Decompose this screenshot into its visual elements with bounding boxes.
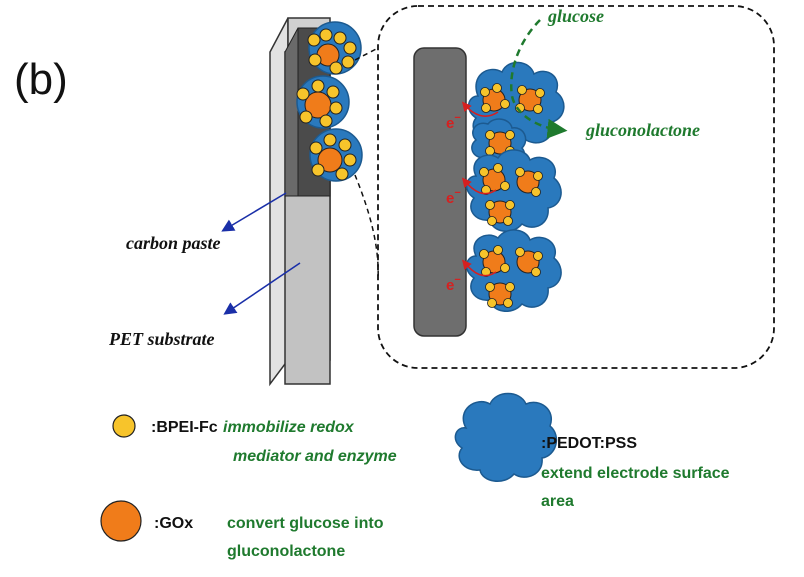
legend-bpei-symbol: :BPEI-Fc [151, 419, 218, 436]
legend-bpei-swatch [112, 414, 136, 438]
glucose-path [510, 19, 568, 139]
electron-label-3: e− [446, 274, 461, 294]
electrode-top-side [284, 27, 299, 197]
glucose-label: glucose [547, 6, 604, 26]
pet-substrate-arrow [223, 262, 301, 315]
electron-label-2: e− [446, 187, 461, 207]
legend-pedot-line2: area [541, 493, 574, 510]
legend-gox-line2: gluconolactone [227, 543, 345, 560]
left-cluster-2 [296, 75, 350, 129]
zoom-connector-top [354, 47, 379, 61]
zoom-electrode [413, 47, 467, 337]
legend-pedot-symbol: :PEDOT:PSS [541, 435, 637, 452]
legend-bpei-line1: immobilize redox [223, 419, 355, 436]
zoom-cluster-2 [465, 149, 562, 232]
legend-bpei-line2: mediator and enzyme [233, 448, 397, 465]
carbon-paste-arrow [221, 192, 287, 232]
left-cluster-3 [309, 128, 363, 182]
electron-arrow-2 [461, 177, 497, 195]
electron-arrow-3 [461, 259, 497, 277]
legend-gox-swatch [100, 500, 142, 542]
carbon-paste-label: carbon paste [126, 233, 221, 253]
gluconolactone-label: gluconolactone [585, 120, 700, 140]
zoom-cluster-3 [465, 229, 562, 312]
pet-substrate-label: PET substrate [108, 329, 215, 349]
legend-pedot-swatch [454, 392, 558, 482]
zoom-box [377, 5, 775, 369]
electrode-strip [269, 17, 331, 387]
zoom-connector-bottom [354, 174, 379, 281]
legend-gox-line1: convert glucose into [227, 515, 384, 532]
legend-gox-symbol: :GOx [154, 515, 193, 532]
legend-pedot-line1: extend electrode surface [541, 465, 730, 482]
electron-label-1: e− [446, 112, 461, 132]
electron-arrow-1 [461, 101, 499, 117]
left-cluster-1 [307, 21, 362, 75]
legend: :BPEI-Fc immobilize redox mediator and e… [100, 392, 730, 560]
panel-label: (b) [14, 55, 68, 104]
